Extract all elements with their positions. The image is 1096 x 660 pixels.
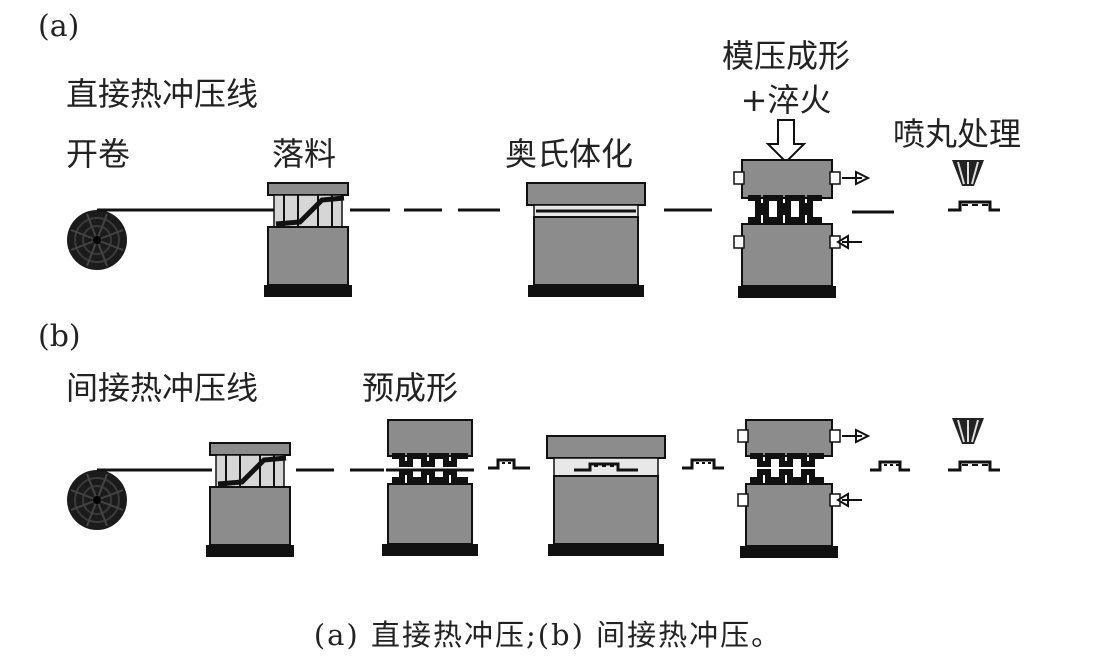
shot-peening-b [948,417,1000,472]
blanking-press-b [206,442,294,557]
label-blanking: 落料 [272,135,337,173]
label-forming-line1: 模压成形 [721,37,851,75]
coil-a-icon [66,209,128,271]
forming-press-a [733,119,871,298]
label-austenitize: 奥氏体化 [505,135,634,173]
shot-peening-a [948,159,1000,212]
label-shot-peening: 喷丸处理 [893,115,1022,153]
furnace-a [526,182,646,297]
preform-press-b [382,419,478,556]
panel-b-title: 间接热冲压线 [66,369,259,407]
label-forming-line2: +淬火 [740,81,832,119]
forming-press-b [737,419,871,558]
panel-a-tag: (a) [38,9,80,44]
blanking-press-a [264,182,352,297]
panel-a-title: 直接热冲压线 [66,75,259,113]
label-preform: 预成形 [362,369,459,407]
label-uncoil: 开卷 [66,135,131,173]
coil-b-icon [66,469,128,531]
panel-b-tag: (b) [38,319,81,354]
furnace-b [546,435,666,556]
figure-caption: (a) 直接热冲压;(b) 间接热冲压。 [313,618,783,652]
